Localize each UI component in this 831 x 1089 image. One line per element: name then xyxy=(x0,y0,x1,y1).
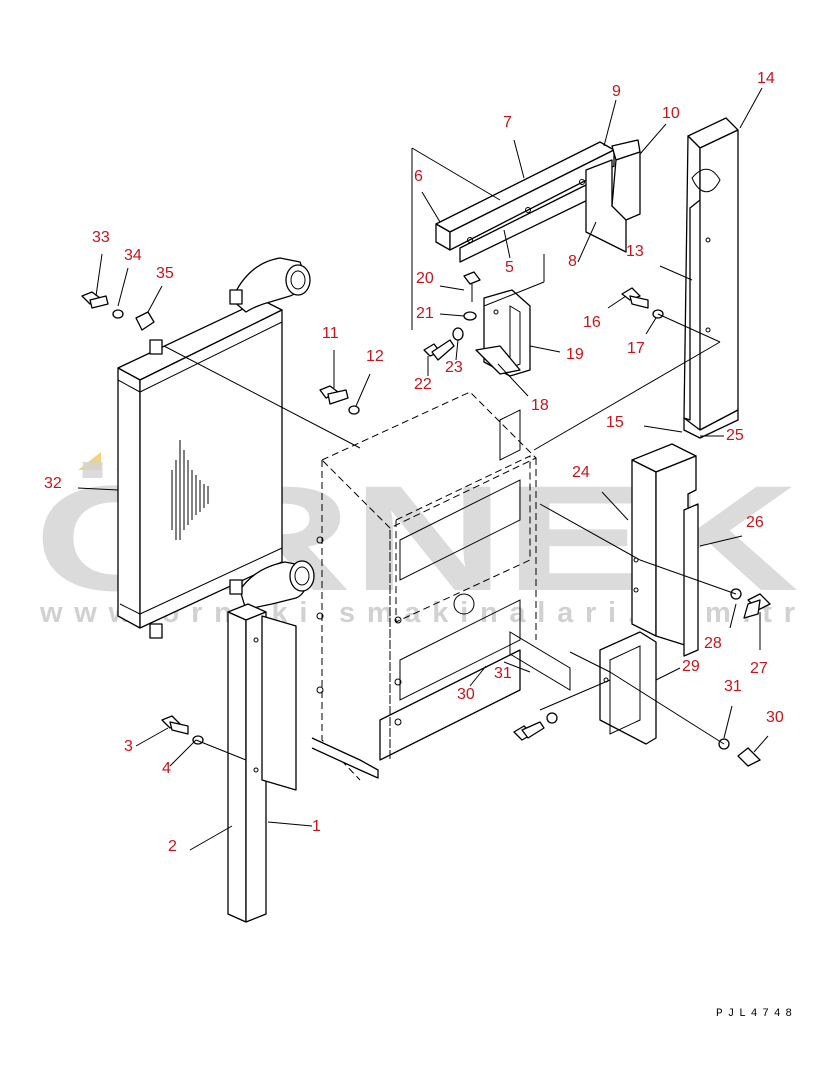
radiator-fin-hatch xyxy=(171,440,209,540)
callout-2: 2 xyxy=(168,838,177,855)
callout-20: 20 xyxy=(416,270,434,287)
callout-30-center: 30 xyxy=(457,686,475,703)
callout-24: 24 xyxy=(572,464,590,481)
callout-7: 7 xyxy=(503,114,512,131)
callout-14: 14 xyxy=(757,70,775,87)
lower-bracket-29 xyxy=(599,631,657,745)
callout-30-right: 30 xyxy=(766,709,784,726)
callout-17: 17 xyxy=(627,340,645,357)
callout-31-right: 31 xyxy=(724,678,742,695)
callout-27: 27 xyxy=(750,660,768,677)
callout-9: 9 xyxy=(612,83,621,100)
right-baffle xyxy=(683,117,739,439)
radiator-core xyxy=(117,257,315,639)
callout-22: 22 xyxy=(414,376,432,393)
left-stay xyxy=(227,603,297,923)
callout-31-center: 31 xyxy=(494,665,512,682)
callout-28: 28 xyxy=(704,635,722,652)
callout-25: 25 xyxy=(726,427,744,444)
callouts: 1 2 3 4 5 6 7 8 9 10 11 12 13 14 15 16 1… xyxy=(44,70,784,855)
callout-4: 4 xyxy=(162,760,171,777)
callout-21: 21 xyxy=(416,305,434,322)
callout-26: 26 xyxy=(746,514,764,531)
callout-11: 11 xyxy=(322,325,339,342)
callout-10: 10 xyxy=(662,105,680,122)
callout-13: 13 xyxy=(626,243,644,260)
leader-lines xyxy=(77,87,769,851)
callout-23: 23 xyxy=(445,359,463,376)
fasteners xyxy=(81,271,771,767)
callout-34: 34 xyxy=(124,247,142,264)
callout-1: 1 xyxy=(312,818,321,835)
callout-29: 29 xyxy=(682,658,700,675)
callout-33: 33 xyxy=(92,229,110,246)
callout-19: 19 xyxy=(566,346,584,363)
callout-15: 15 xyxy=(606,414,624,431)
watermark-accent-left xyxy=(78,452,101,470)
upper-cover xyxy=(435,139,641,263)
callout-5: 5 xyxy=(505,259,514,276)
callout-6: 6 xyxy=(414,168,423,185)
callout-35: 35 xyxy=(156,265,174,282)
right-side-plate xyxy=(631,443,699,657)
callout-8: 8 xyxy=(568,253,577,270)
shroud-frame xyxy=(311,391,571,781)
bracket-19 xyxy=(475,289,531,377)
callout-3: 3 xyxy=(124,738,133,755)
diagram-code: PJL4748 xyxy=(716,1008,792,1020)
callout-16: 16 xyxy=(583,314,601,331)
callout-12: 12 xyxy=(366,348,384,365)
callout-18: 18 xyxy=(531,397,549,414)
callout-32: 32 xyxy=(44,475,62,492)
